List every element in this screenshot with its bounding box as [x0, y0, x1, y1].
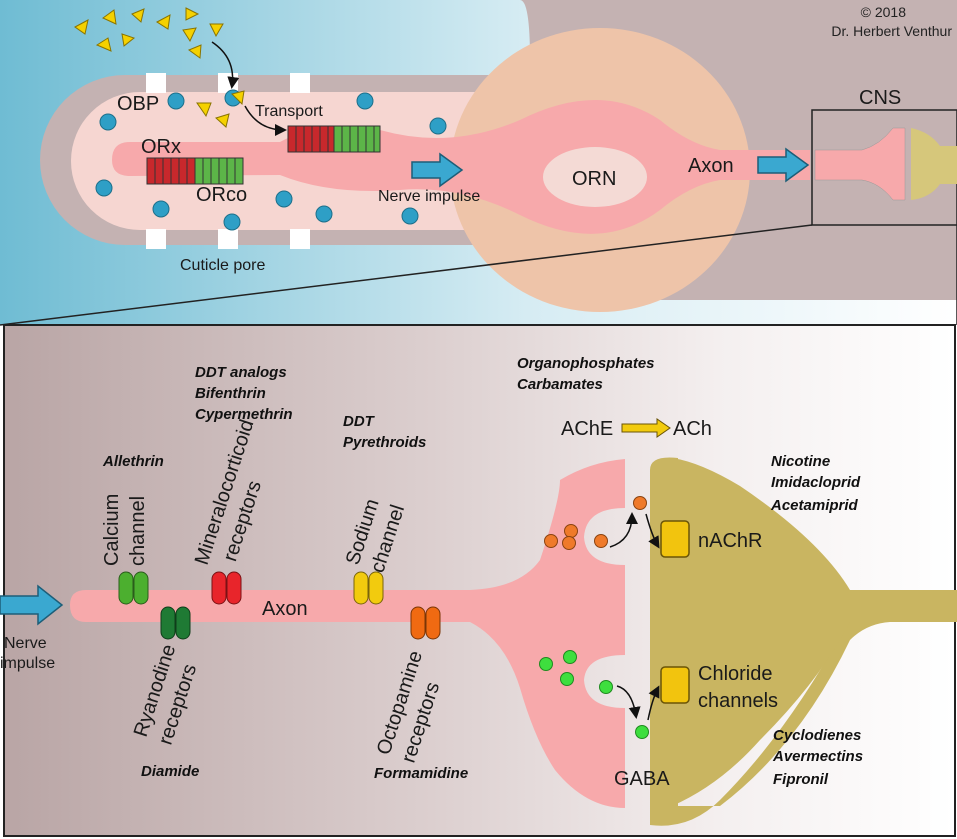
orco-label: ORco — [196, 184, 247, 206]
transport-label: Transport — [255, 103, 323, 120]
fipronil-label: Fipronil — [773, 771, 829, 788]
copyright-author: Dr. Herbert Venthur — [831, 23, 952, 39]
chloride-channel-receptor — [660, 666, 690, 704]
orn-label: ORN — [572, 168, 616, 190]
axon-label-bottom: Axon — [262, 598, 308, 620]
nachr-label: nAChR — [698, 530, 762, 552]
ach-label: ACh — [673, 418, 712, 440]
neuron-body — [112, 100, 810, 234]
orx-label: ORx — [141, 136, 181, 158]
carbamates-label: Carbamates — [517, 376, 603, 393]
axon-arrow-top — [757, 147, 810, 183]
zoom-line-left — [0, 224, 813, 326]
nicotine-label: Nicotine — [771, 453, 830, 470]
acetamiprid-label: Acetamiprid — [770, 497, 859, 514]
obp-dots — [95, 89, 447, 231]
ach-release-arrow — [609, 512, 638, 548]
bifenthrin-label: Bifenthrin — [195, 385, 266, 402]
gaba-molecules — [539, 650, 649, 739]
svg-text:Calcium: Calcium — [101, 494, 123, 566]
ddt-analogs-label: DDT analogs — [195, 364, 287, 381]
pyrethroids-label: Pyrethroids — [343, 434, 426, 451]
bottom-panel: Nerve impulse Axon Calcium channel Miner… — [0, 324, 957, 837]
gaba-release-arrow — [616, 685, 641, 719]
ddt-label: DDT — [343, 413, 376, 430]
organophosphates-label: Organophosphates — [517, 355, 655, 372]
avermectins-label: Avermectins — [772, 748, 863, 765]
transport-arrow — [244, 105, 287, 136]
presynaptic-axon-terminal — [70, 459, 625, 808]
chloride-label-1: Chloride — [698, 663, 772, 685]
nerve-impulse-label-2: impulse — [0, 655, 55, 672]
nerve-impulse-arrow-bottom — [0, 584, 64, 626]
formamidine-label: Formamidine — [374, 765, 468, 782]
calcium-channel — [118, 571, 149, 605]
sodium-channel — [353, 571, 384, 605]
axon-label-top: Axon — [688, 155, 734, 177]
diamide-label: Diamide — [141, 763, 199, 780]
soma-nucleus — [543, 147, 647, 207]
svg-text:channel: channel — [127, 496, 149, 566]
odorant-entry-arrow — [211, 41, 240, 89]
gaba-binding-arrow — [647, 685, 660, 721]
imidacloprid-label: Imidacloprid — [771, 474, 861, 491]
copyright-year: © 2018 — [861, 4, 907, 20]
ryanodine-receptor — [160, 606, 191, 640]
ache-to-ach-arrow — [621, 418, 671, 438]
top-panel: © 2018 Dr. Herbert Venthur OBP Transport… — [0, 0, 957, 326]
cuticle-pore-label: Cuticle pore — [180, 257, 265, 274]
obp-label: OBP — [117, 93, 159, 115]
cns-postsynaptic — [911, 128, 957, 200]
nerve-impulse-label-1: Nerve — [4, 635, 47, 652]
orx-orco-receptor-right — [287, 125, 381, 153]
ach-molecules — [544, 496, 647, 550]
allethrin-label: Allethrin — [102, 453, 164, 470]
cns-box — [811, 109, 957, 226]
octopamine-receptor — [410, 606, 441, 640]
gaba-label: GABA — [614, 768, 670, 790]
ache-label: AChE — [561, 418, 613, 440]
postsynaptic-neuron-body — [672, 458, 957, 806]
cypermethrin-label: Cypermethrin — [195, 406, 293, 423]
ach-binding-arrow — [645, 513, 660, 549]
nachr-receptor — [660, 520, 690, 558]
nerve-impulse-label: Nerve impulse — [378, 188, 480, 205]
cns-label: CNS — [859, 87, 901, 109]
mineralocorticoid-receptor — [211, 571, 242, 605]
nerve-impulse-arrow-top — [411, 152, 464, 188]
orx-orco-receptor-left — [146, 157, 244, 185]
cyclodienes-label: Cyclodienes — [773, 727, 861, 744]
odorant-molecules — [74, 7, 245, 128]
cns-axon-terminal — [814, 127, 906, 201]
calcium-channel-label: Calcium channel — [101, 494, 149, 566]
chloride-label-2: channels — [698, 690, 778, 712]
